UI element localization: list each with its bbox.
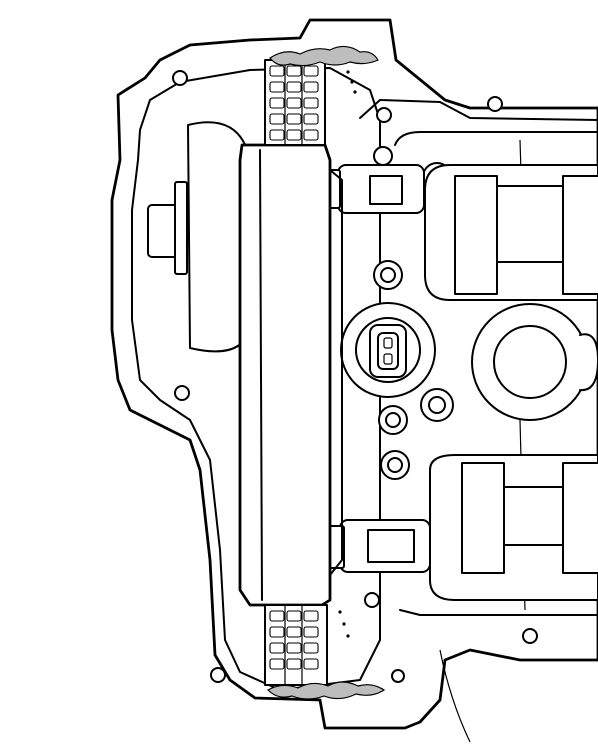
timing-chain-guide	[238, 143, 343, 607]
sprocket-bolt	[147, 121, 251, 353]
exhaust-camshaft	[429, 454, 598, 601]
head-bolt-hole-upper	[376, 107, 392, 123]
cover-bolt-hole-bottom-right	[391, 669, 405, 683]
sensor-pin-2	[383, 353, 393, 365]
gasket-bead-top	[269, 45, 379, 67]
intake-camshaft	[424, 164, 598, 301]
ocv-intake-window	[369, 175, 403, 205]
oil-control-valve-exhaust	[325, 519, 431, 573]
head-bolt-hole-lower	[364, 592, 380, 608]
camshaft-position-sensor	[340, 302, 436, 398]
head-boss-1	[373, 146, 393, 166]
cover-bolt-hole-top	[172, 70, 188, 86]
head-bolt-hole-bottom	[522, 628, 538, 644]
intake-cam-shaft	[496, 185, 564, 263]
liquid-gasket	[267, 45, 386, 700]
intake-cam-lobe-2	[562, 175, 598, 295]
exhaust-cam-lobe-1	[461, 462, 505, 574]
timing-chain-upper	[264, 59, 326, 146]
oil-control-valve-intake	[319, 164, 425, 214]
head-boss-6-inner	[387, 457, 403, 473]
head-boss-4-inner	[385, 412, 401, 428]
sensor-pin-1	[383, 337, 393, 349]
chain-guide-inner	[259, 149, 263, 601]
intake-cam-lobe-1	[454, 175, 498, 295]
ocv-exhaust-window	[367, 529, 415, 563]
head-boss-3-inner	[380, 267, 396, 283]
chain-guide-slot	[329, 169, 343, 576]
head-inner-upper	[394, 131, 598, 146]
timing-chain-lower	[264, 604, 328, 686]
exhaust-cam-shaft	[503, 486, 564, 546]
sprocket-bolt-washer	[174, 181, 188, 275]
sensor-connector-inner	[377, 332, 399, 370]
gasket-bead-bottom	[267, 681, 386, 700]
spark-plug-bore-right	[579, 333, 598, 392]
cover-lip-curve	[439, 649, 471, 743]
spark-plug-bore	[471, 303, 598, 421]
cover-bolt-hole-mid	[174, 385, 190, 401]
head-bolt-hole-top	[487, 96, 503, 112]
chain-guide-body	[238, 143, 332, 607]
chain-lower-links	[269, 610, 319, 670]
head-outline	[359, 99, 598, 121]
exhaust-cam-lobe-2	[562, 462, 598, 574]
spark-plug-bore-inner	[493, 325, 567, 399]
cover-seam-dots	[338, 70, 357, 638]
head-inner-lower	[399, 609, 598, 616]
head-boss-5-inner	[428, 396, 446, 414]
chain-upper-links	[269, 65, 319, 141]
cover-bolt-hole-bottom	[210, 667, 226, 683]
